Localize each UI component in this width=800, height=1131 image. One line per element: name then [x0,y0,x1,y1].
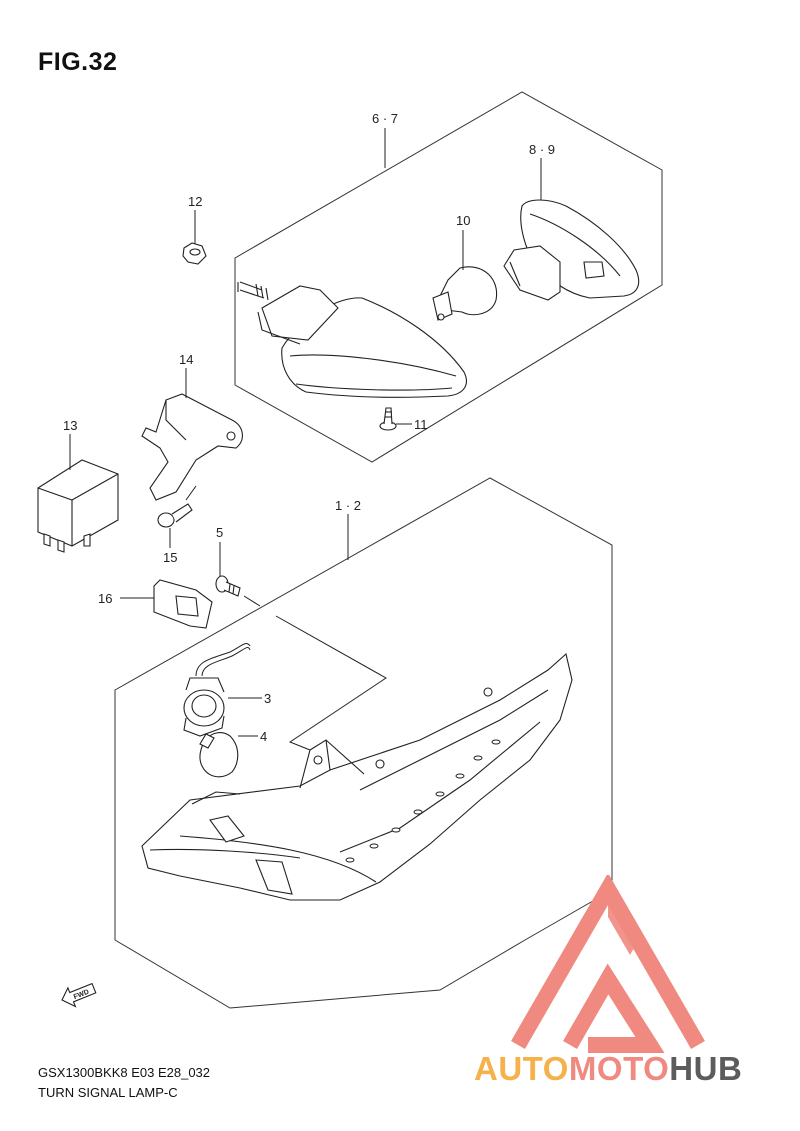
socket-wire [196,644,250,676]
callout-8-9: 8 · 9 [529,142,555,157]
upper-screw [380,408,396,430]
upper-lamp-wire [238,282,268,300]
callout-11: 11 [414,417,428,432]
upper-assembly-frame [235,92,662,462]
model-code: GSX1300BKK8 E03 E28_032 [38,1065,211,1080]
figure-title: FIG.32 [38,48,118,76]
socket [184,678,224,736]
nut [183,243,206,264]
lower-lamp-body [142,654,572,900]
callout-15: 15 [163,550,177,565]
wordmark-part-moto: MOTO [568,1050,670,1087]
callout-5: 5 [216,525,223,540]
assembly-lines [186,486,386,750]
callout-10: 10 [456,213,470,228]
watermark-logo [470,875,800,1090]
leader-lines [70,128,541,736]
lower-screw [216,576,240,596]
callout-12: 12 [188,194,202,209]
upper-lens [504,200,639,300]
connector [154,580,212,628]
bracket [142,394,242,500]
callout-1-2: 1 · 2 [335,498,361,513]
upper-bulb [433,267,497,320]
watermark-wordmark: AUTOMOTOHUB [474,1050,742,1088]
lower-bulb [200,733,238,777]
callout-6-7: 6 · 7 [372,111,398,126]
callout-13: 13 [63,418,77,433]
lower-assembly-frame [115,478,612,1008]
logo-triangle-fill-icon [608,889,638,955]
callout-4: 4 [260,729,267,744]
lower-lamp-led-dots [346,740,500,862]
wordmark-part-hub: HUB [669,1050,743,1087]
fwd-arrow-icon: FWD [59,979,98,1010]
upper-lamp-body [258,286,466,397]
section-name: TURN SIGNAL LAMP-C [38,1085,178,1100]
callout-3: 3 [264,691,271,706]
bolt [158,504,192,527]
callout-16: 16 [98,591,112,606]
relay [38,460,118,552]
callout-14: 14 [179,352,193,367]
wordmark-part-auto: AUTO [474,1050,569,1087]
